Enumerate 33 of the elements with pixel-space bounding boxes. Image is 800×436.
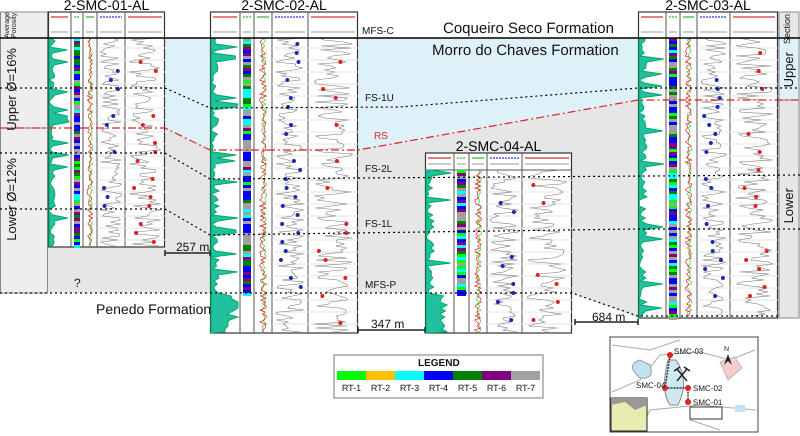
well-location-label: SMC-01 [693, 399, 722, 407]
porosity-label: Upper Ø=16% [5, 48, 18, 131]
legend-label: RT-6 [486, 384, 508, 393]
legend-label: RT-1 [340, 384, 362, 393]
surface-label: RS [374, 132, 388, 142]
porosity-label: Lower Ø=12% [5, 158, 18, 241]
surface-label: FS-1U [365, 94, 394, 104]
well-name: 2-SMC-04-AL [454, 140, 542, 153]
surface-label: MFS-C [362, 27, 394, 37]
distance-label: 684 m [592, 311, 626, 323]
distance-label: 347 m [371, 318, 404, 330]
legend-label: RT-5 [456, 384, 478, 393]
surface-label: FS-2L [365, 165, 392, 175]
legend-label: RT-3 [398, 384, 420, 393]
legend-title: LEGEND [418, 359, 460, 369]
formation-name: Coqueiro Seco Formation [443, 21, 614, 36]
well-location-label: SMC-03 [674, 348, 704, 356]
well-location-label: SMC-02 [693, 385, 722, 393]
well-location-label: SMC-04 [636, 382, 666, 390]
section-label: Lower [782, 188, 795, 224]
formation-name: Morro do Chaves Formation [432, 43, 619, 58]
column-title: Section [783, 14, 792, 44]
distance-label: 257 m [176, 241, 210, 253]
question-mark: ? [74, 277, 81, 289]
well-name: 2-SMC-01-AL [62, 0, 150, 12]
surface-label: FS-1L [365, 220, 392, 230]
surface-label: MFS-P [365, 281, 396, 291]
legend-label: RT-7 [514, 384, 536, 393]
well-name: 2-SMC-02-AL [240, 0, 328, 12]
section-label: Upper [782, 52, 795, 88]
legend-label: RT-2 [370, 384, 392, 393]
legend-label: RT-4 [428, 384, 450, 393]
well-name: 2-SMC-03-AL [664, 0, 752, 12]
